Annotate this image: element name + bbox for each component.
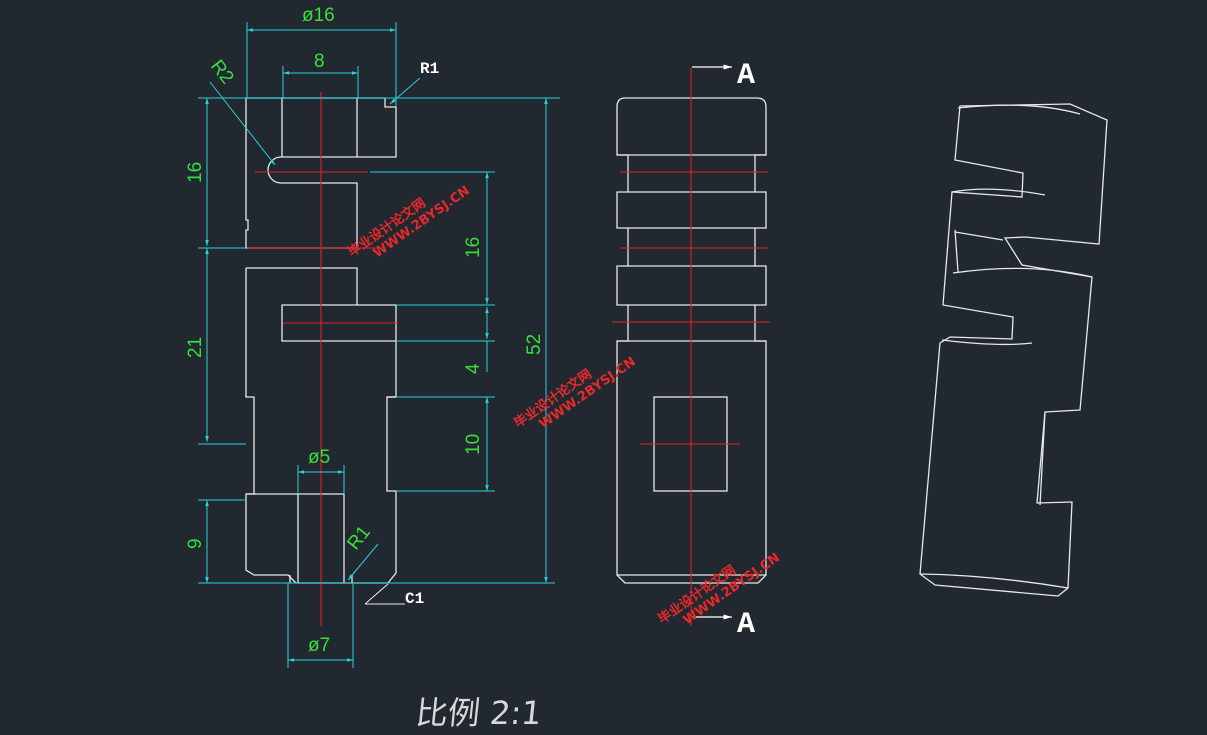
- isometric-sketch: [919, 103, 1108, 597]
- dim-radius-r1-bottom: R1: [343, 522, 375, 554]
- side-view-outline: [616, 97, 767, 584]
- dim-height-16-right: 16: [463, 237, 484, 258]
- watermark-3: 毕业设计论文网 WWW.2BYSJ.CN: [655, 550, 783, 628]
- isometric-top-curve: [957, 104, 1081, 115]
- side-view: A A: [612, 59, 770, 642]
- dim-height-4: 4: [463, 363, 484, 374]
- section-label-bottom: A: [737, 608, 755, 642]
- isometric-edge: [951, 188, 1046, 196]
- watermark-1: 毕业设计论文网 WWW.2BYSJ.CN: [345, 183, 473, 261]
- dim-diam7: ø7: [308, 635, 330, 656]
- leader-r1-bottom: [347, 543, 379, 581]
- front-view-outline: [245, 97, 397, 249]
- dim-height-16-left: 16: [185, 162, 206, 183]
- dim-height-10: 10: [463, 434, 484, 455]
- section-label-top: A: [737, 59, 755, 93]
- isometric-edge: [1039, 411, 1046, 506]
- dim-chamfer-c1: C1: [405, 590, 424, 608]
- front-view: [245, 92, 398, 626]
- leader-r2: [209, 81, 276, 166]
- isometric-edge: [941, 339, 1033, 346]
- dimension-lines: [198, 22, 560, 668]
- dim-diam5: ø5: [308, 447, 330, 468]
- dimension-labels: ø16 8 R2 R1 16 21 9 16 4 10 52 ø5 R1 C1 …: [185, 5, 545, 656]
- dim-height-21: 21: [185, 337, 206, 358]
- isometric-edge: [954, 229, 959, 273]
- leader-r1-top: [389, 77, 421, 105]
- isometric-bottom-curve: [919, 573, 1069, 589]
- scale-label: 比例 2:1: [414, 694, 544, 732]
- isometric-outline: [919, 103, 1108, 597]
- dim-width-8: 8: [314, 51, 325, 72]
- dim-diam16: ø16: [302, 5, 335, 26]
- leader-c1: [364, 583, 405, 605]
- watermark-2: 毕业设计论文网 WWW.2BYSJ.CN: [511, 354, 639, 432]
- dim-height-9: 9: [185, 538, 206, 549]
- isometric-edge: [954, 231, 1004, 241]
- dim-radius-r1-top: R1: [420, 60, 439, 78]
- dim-height-52: 52: [524, 334, 545, 355]
- isometric-edge: [952, 267, 1093, 278]
